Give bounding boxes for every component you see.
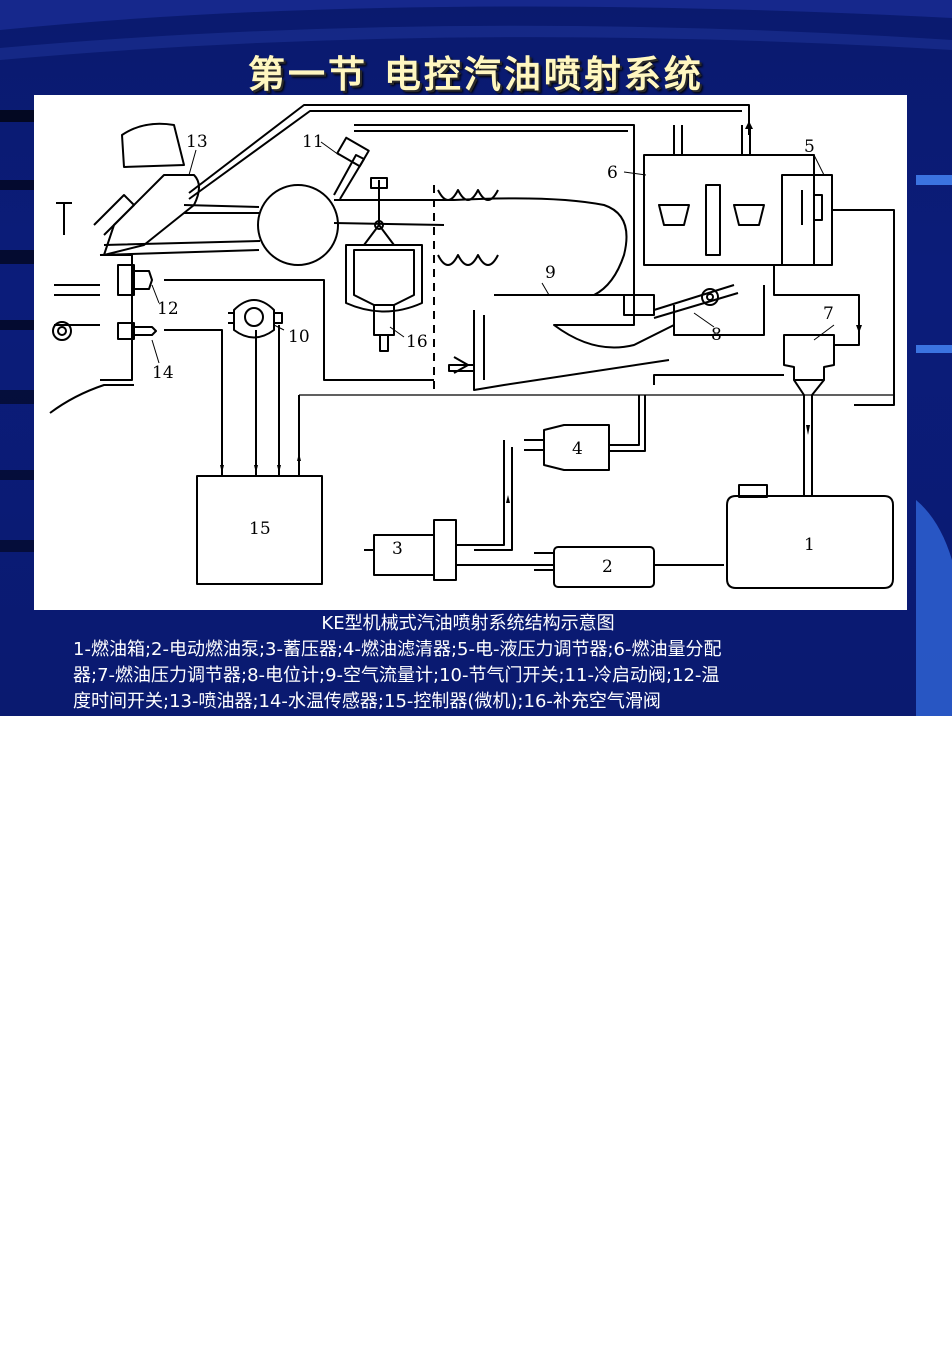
- slide-decoration: [0, 0, 952, 716]
- intake-manifold: [103, 174, 200, 256]
- label-thermo-time-switch: 12: [157, 299, 179, 319]
- label-controller: 15: [249, 519, 271, 539]
- label-accumulator: 3: [392, 539, 403, 559]
- fuel-injection-diagram: 1 2 3 4 5 6 7 8 9 10 11 12 13 14 15 16: [49, 104, 895, 589]
- label-fuel-tank: 1: [804, 535, 815, 555]
- label-auxiliary-air-slide: 16: [406, 332, 428, 352]
- engine-bolt-icon: [52, 321, 72, 341]
- auxiliary-air-slide: [345, 244, 423, 313]
- label-coolant-temp-sensor: 14: [152, 363, 174, 383]
- caption-title: KE型机械式汽油喷射系统结构示意图: [321, 613, 615, 634]
- label-potentiometer: 8: [711, 325, 722, 345]
- coolant-temp-sensor: [117, 322, 157, 340]
- flow-arrows: [220, 121, 862, 503]
- thermo-time-switch: [117, 264, 153, 296]
- potentiometer: [623, 294, 655, 316]
- caption-legend-line-3: 度时间开关;13-喷油器;14-水温传感器;15-控制器(微机);16-补充空气…: [73, 691, 661, 712]
- caption-legend-line-1: 1-燃油箱;2-电动燃油泵;3-蓄压器;4-燃油滤清器;5-电-液压力调节器;6…: [73, 639, 722, 660]
- label-fuel-filter: 4: [572, 439, 583, 459]
- diagram-panel: 1 2 3 4 5 6 7 8 9 10 11 12 13 14 15 16: [34, 95, 907, 610]
- controller-ecu: [196, 475, 323, 585]
- throttle-switch: [233, 299, 275, 339]
- label-fuel-distributor: 6: [607, 163, 618, 183]
- fuel-tank: [726, 495, 894, 589]
- caption-block: KE型机械式汽油喷射系统结构示意图 1-燃油箱;2-电动燃油泵;3-蓄压器;4-…: [73, 611, 873, 715]
- label-fuel-pressure-regulator-7: 7: [823, 304, 834, 324]
- engine-block: [49, 254, 134, 414]
- label-electric-fuel-pump: 2: [602, 557, 613, 577]
- label-air-flow-meter: 9: [545, 263, 556, 283]
- slide-title: 第一节 电控汽油喷射系统: [248, 52, 704, 96]
- label-cold-start-valve: 11: [302, 132, 324, 152]
- caption-legend-line-2: 器;7-燃油压力调节器;8-电位计;9-空气流量计;10-节气门开关;11-冷启…: [73, 665, 720, 686]
- fuel-filter: [543, 424, 610, 471]
- pressure-regulator-5: [781, 174, 833, 266]
- label-pressure-regulator-5: 5: [804, 137, 815, 157]
- electric-fuel-pump: [553, 546, 655, 588]
- plenum: [257, 184, 339, 266]
- fuel-distributor: [643, 154, 815, 266]
- fuel-pressure-regulator-7: [783, 334, 835, 381]
- air-flow-meter: [494, 294, 675, 349]
- slide: 第一节 电控汽油喷射系统: [0, 0, 952, 716]
- label-throttle-switch: 10: [288, 327, 310, 347]
- accumulator: [373, 534, 435, 576]
- intake-duct: [333, 197, 628, 296]
- fuel-line-top: [188, 104, 750, 200]
- label-injector: 13: [186, 132, 208, 152]
